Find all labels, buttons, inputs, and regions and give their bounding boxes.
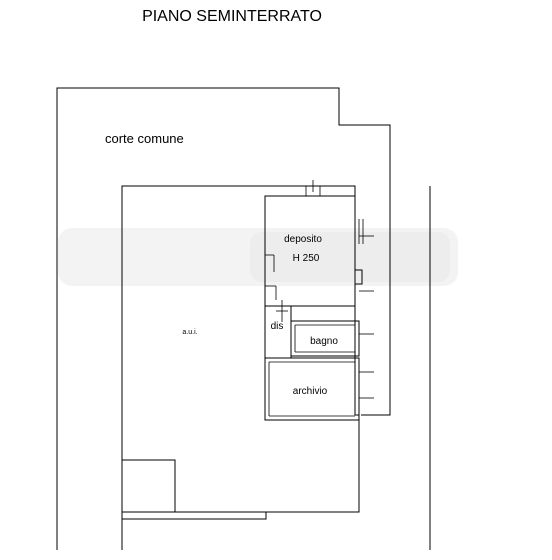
blur-band bbox=[58, 228, 458, 286]
storage-windows bbox=[358, 219, 374, 292]
archive-label: archivio bbox=[293, 386, 328, 397]
courtyard-label: corte comune bbox=[105, 131, 184, 146]
top-window bbox=[305, 180, 321, 196]
bathroom-room bbox=[290, 320, 360, 357]
plan-title: PIANO SEMINTERRATO bbox=[142, 8, 322, 25]
courtyard-boundary bbox=[56, 87, 391, 550]
hallway-label: dis bbox=[271, 321, 284, 332]
storage-label: deposito bbox=[284, 234, 322, 245]
main-area-label: a.u.i. bbox=[182, 329, 197, 336]
corner-room bbox=[122, 459, 176, 512]
hallway-room bbox=[264, 305, 292, 359]
bathroom-label: bagno bbox=[310, 336, 338, 347]
archive-windows bbox=[359, 371, 374, 399]
height-label: H 250 bbox=[293, 253, 320, 264]
archive-room bbox=[264, 357, 360, 421]
storage-room bbox=[264, 195, 363, 307]
